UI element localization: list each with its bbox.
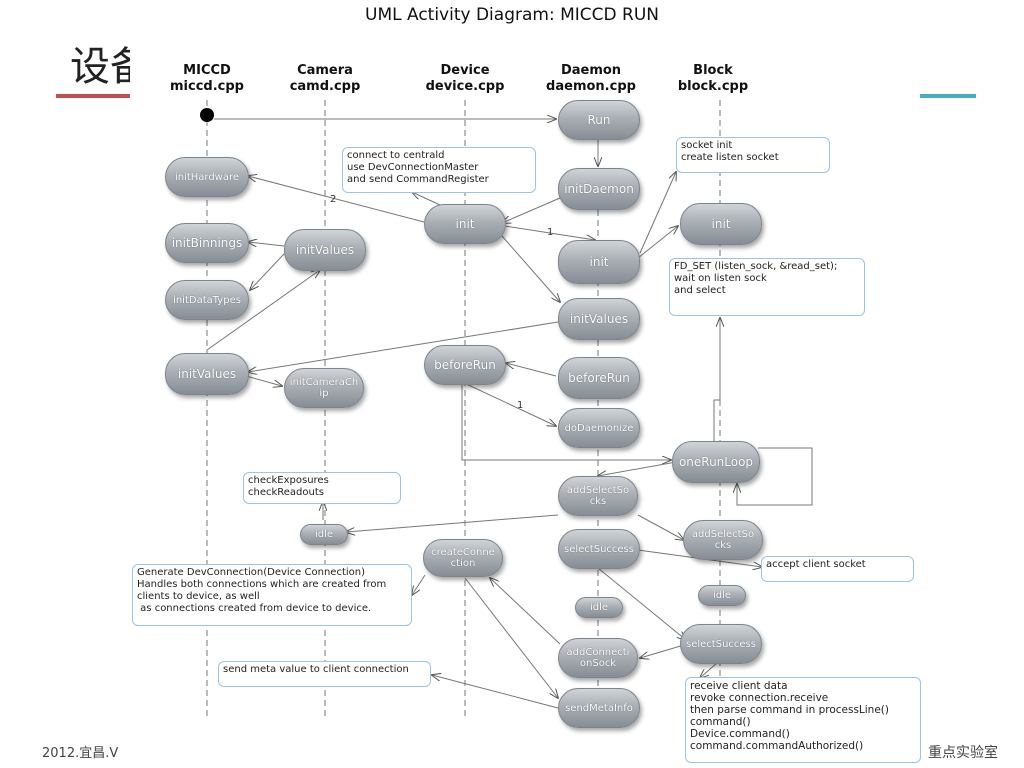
note-fd-set: FD_SET (listen_sock, &read_set); wait on… xyxy=(669,258,865,316)
node-init-binnings: initBinnings xyxy=(165,223,249,263)
note-check-exposures: checkExposures checkReadouts xyxy=(243,472,401,504)
edge-label: 2 xyxy=(330,194,337,205)
node-init-values-daemon: initValues xyxy=(558,298,640,340)
diagram-title: UML Activity Diagram: MICCD RUN xyxy=(365,5,659,25)
lane-file: miccd.cpp xyxy=(170,79,244,94)
edge-create-generate xyxy=(412,574,426,595)
edge-addselect-block xyxy=(637,514,684,540)
node-init-values-miccd: initValues xyxy=(165,353,249,395)
node-idle-daemon: idle xyxy=(575,597,623,618)
node-init-device: init xyxy=(424,204,506,244)
node-init-block: init xyxy=(680,203,762,245)
edge-label: 1 xyxy=(517,400,524,411)
accent-bar-red xyxy=(56,94,146,98)
note-socket-init: socket init create listen socket xyxy=(676,137,830,173)
edge-blocksel-receive xyxy=(700,661,719,678)
note-send-meta-value: send meta value to client connection xyxy=(218,661,431,687)
node-run: Run xyxy=(558,100,640,140)
note-accept-client-socket: accept client socket xyxy=(761,556,914,582)
node-create-connection: createConnection xyxy=(423,539,503,577)
accent-bar-blue xyxy=(910,94,976,98)
node-init-hardware: initHardware xyxy=(165,157,249,197)
node-send-meta-info: sendMetaInfo xyxy=(558,688,640,728)
edge-daemoniv-miccdiv xyxy=(248,321,559,372)
lane-file: daemon.cpp xyxy=(546,79,636,94)
node-init-camera-chip: initCameraChip xyxy=(284,368,364,408)
edge-init-daemoninit xyxy=(504,225,595,240)
node-init-values-camera: initValues xyxy=(284,229,366,271)
edge-loop-fdset xyxy=(713,318,720,442)
edge-daemoninit-blockinit xyxy=(637,226,678,259)
node-do-daemonize: doDaemonize xyxy=(558,408,640,448)
start-node xyxy=(200,108,214,122)
lane-name: Device xyxy=(440,63,490,78)
edge-device-loop xyxy=(461,385,671,460)
lane-name: MICCD xyxy=(183,63,231,78)
edge-daemoninit-socket xyxy=(639,172,676,254)
edge-init-connect xyxy=(412,192,441,206)
lane-name: Block xyxy=(693,63,733,78)
edge-loop-self xyxy=(737,447,813,506)
node-add-select-socks-daemon: addSelectSocks xyxy=(558,476,638,516)
node-add-select-socks-block: addSelectSocks xyxy=(683,520,763,560)
diagram-panel xyxy=(130,0,920,768)
node-select-success-daemon: selectSuccess xyxy=(558,529,640,569)
lane-file: block.cpp xyxy=(677,79,749,94)
edge-sendmeta-meta xyxy=(432,675,559,709)
edge-label: 1 xyxy=(547,227,554,238)
edge-blocksel-addconn xyxy=(640,644,685,658)
node-init-daemon: init xyxy=(558,240,640,284)
node-init-data-types: initDataTypes xyxy=(165,280,249,320)
lane-name: Camera xyxy=(297,63,353,78)
edge-initdaemon-init xyxy=(502,197,561,223)
edge-initvalues-cam xyxy=(248,242,285,246)
edge-create-sendmeta xyxy=(464,577,558,698)
node-add-connection-sock: addConnectionSock xyxy=(558,638,638,678)
edge-before-daemonize xyxy=(461,381,556,426)
node-idle-block: idle xyxy=(698,585,746,606)
node-before-run-daemon: beforeRun xyxy=(558,357,640,399)
node-one-run-loop: oneRunLoop xyxy=(672,441,760,483)
edge-addconn-create xyxy=(490,578,561,645)
note-receive-client-data: receive client data revoke connection.re… xyxy=(685,677,921,763)
edge-miccdiv-camiv xyxy=(206,270,320,351)
footer-left: 2012.宜昌.V xyxy=(42,746,119,761)
lane-name: Daemon xyxy=(560,63,622,78)
edge-select-blocksel xyxy=(597,567,686,640)
edge-init-hw xyxy=(248,176,425,223)
node-init-daemon-call: initDaemon xyxy=(558,168,640,210)
edge-loop-addselect xyxy=(598,461,677,476)
note-connect-centrald: connect to centrald use DevConnectionMas… xyxy=(342,147,536,193)
node-idle-camera: idle xyxy=(300,524,348,545)
lane-file: device.cpp xyxy=(425,79,505,94)
edge-beforerun-device xyxy=(506,363,557,377)
node-before-run-device: beforeRun xyxy=(424,345,506,385)
lane-file: camd.cpp xyxy=(289,79,361,94)
footer-right: 重点实验室 xyxy=(928,745,998,761)
edge-miccdiv-chip xyxy=(245,375,282,386)
edge-init-initvalues xyxy=(501,235,560,302)
node-select-success-block: selectSuccess xyxy=(680,624,762,664)
note-generate-devconnection: Generate DevConnection(Device Connection… xyxy=(132,564,412,626)
edge-addselect-idle xyxy=(346,514,559,532)
edge-cam-datatypes xyxy=(250,253,285,290)
